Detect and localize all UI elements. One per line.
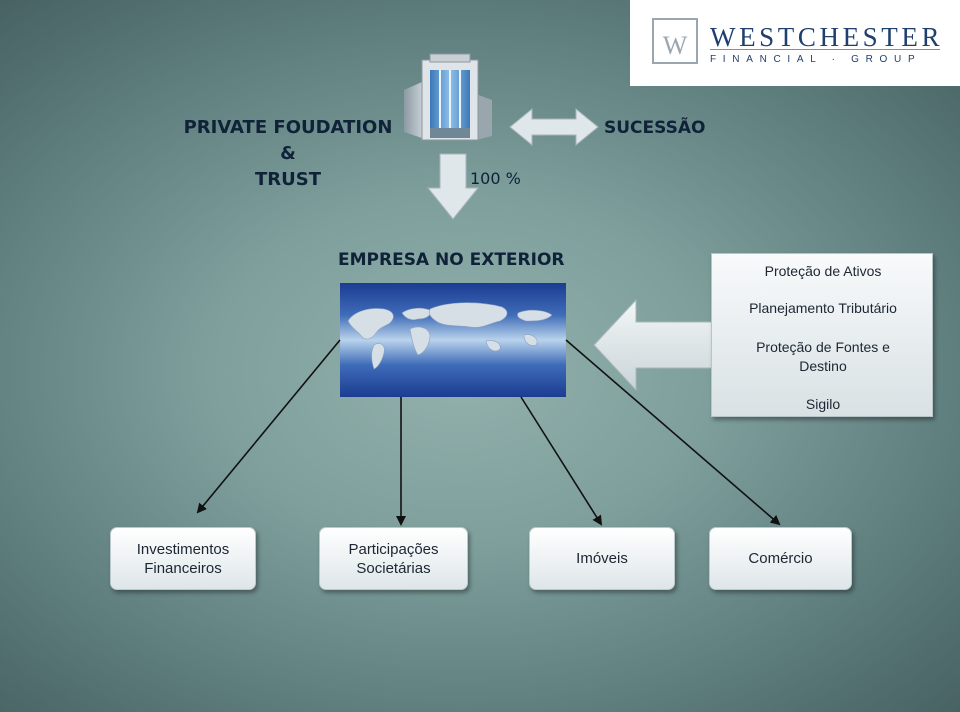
- pf-line-1: PRIVATE FOUDATION: [183, 117, 393, 138]
- logo-divider: [710, 49, 940, 50]
- benefits-panel: Proteção de Ativos Planejamento Tributár…: [711, 253, 933, 417]
- ownership-percent-label: 100 %: [470, 169, 521, 188]
- arrow-to-commerce: [565, 339, 781, 526]
- benefit-tax-planning: Planejamento Tributário: [749, 300, 897, 316]
- down-arrow-icon: [426, 153, 480, 220]
- benefit-asset-protection: Proteção de Ativos: [764, 263, 882, 279]
- participations-box: Participações Societárias: [319, 527, 468, 590]
- logo-name: WESTCHESTER: [710, 22, 944, 52]
- private-foundation-trust-label: PRIVATE FOUDATION & TRUST: [170, 115, 406, 193]
- arrow-to-real-estate: [520, 396, 603, 526]
- logo-mark: W: [652, 18, 698, 64]
- benefit-secrecy: Sigilo: [805, 396, 841, 412]
- real-estate-box: Imóveis: [529, 527, 675, 590]
- logo: W WESTCHESTER FINANCIAL · GROUP: [630, 0, 960, 86]
- logo-subtitle: FINANCIAL · GROUP: [710, 54, 922, 65]
- pf-line-3: TRUST: [255, 169, 321, 190]
- pf-line-2: &: [280, 143, 296, 164]
- world-map-icon: [347, 302, 553, 370]
- company-abroad-label: EMPRESA NO EXTERIOR: [338, 250, 565, 270]
- world-map-image: [340, 283, 566, 397]
- benefit-source-destination-protection: Proteção de Fontes e Destino: [756, 339, 890, 374]
- commerce-box: Comércio: [709, 527, 852, 590]
- double-arrow-icon: [509, 107, 599, 147]
- investments-box: Investimentos Financeiros: [110, 527, 256, 590]
- arrow-to-investments: [196, 339, 341, 514]
- sucessao-label: SUCESSÃO: [604, 118, 706, 138]
- office-building-icon: [404, 53, 492, 141]
